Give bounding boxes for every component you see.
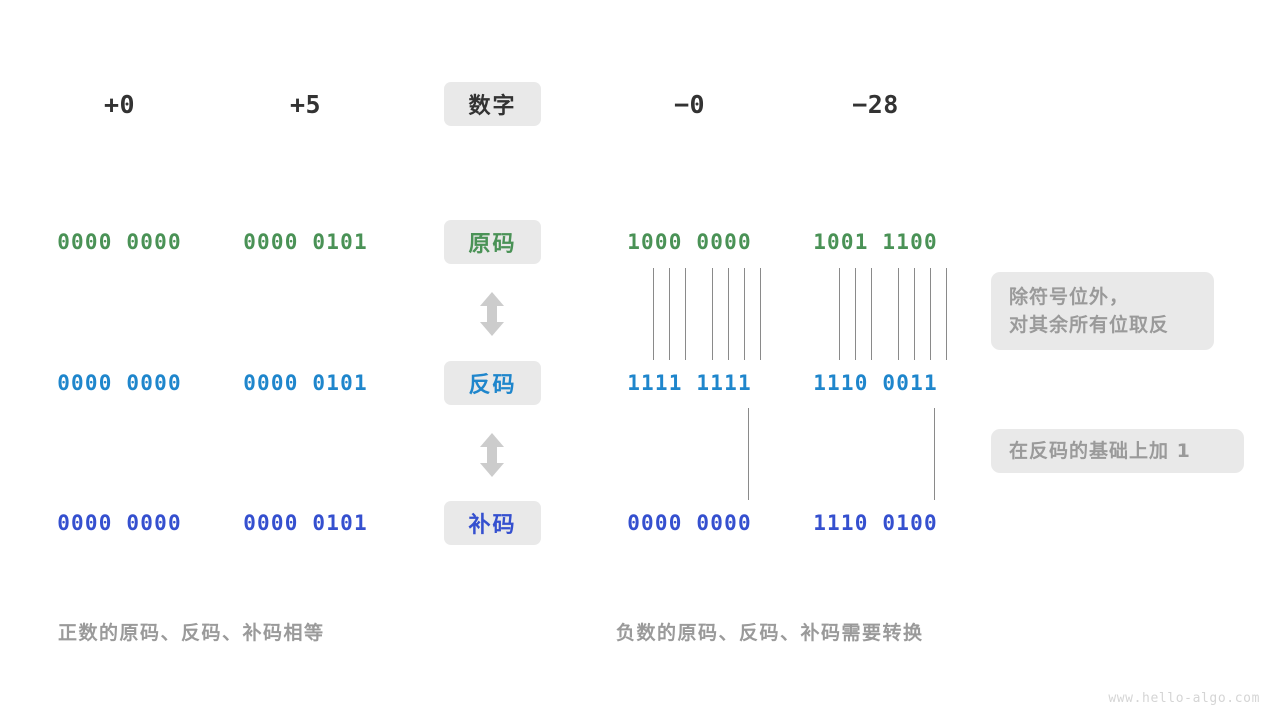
callout-invert-line-1: 除符号位外， [1009, 285, 1130, 308]
callout-add-one-line-1: 在反码的基础上加 1 [1009, 439, 1191, 462]
invert-tick [760, 268, 761, 360]
header-number-negative-0: −0 [673, 89, 706, 119]
header-number-positive-5: +5 [289, 89, 322, 119]
row-label-ones-complement[interactable]: 反码 [444, 361, 541, 405]
double-headed-vertical-arrow-icon-top [479, 292, 505, 336]
ones-complement-positive-5: 0000 0101 [243, 371, 368, 395]
invert-tick [685, 268, 686, 360]
double-headed-vertical-arrow-icon-bottom [479, 433, 505, 477]
sign-magnitude-positive-5: 0000 0101 [243, 230, 368, 254]
twos-complement-positive-0: 0000 0000 [57, 511, 182, 535]
sign-magnitude-positive-0: 0000 0000 [57, 230, 182, 254]
twos-complement-negative-28: 1110 0100 [813, 511, 938, 535]
watermark: www.hello-algo.com [1108, 691, 1260, 706]
twos-complement-positive-5: 0000 0101 [243, 511, 368, 535]
invert-tick [914, 268, 915, 360]
sign-magnitude-negative-28: 1001 1100 [813, 230, 938, 254]
invert-tick [653, 268, 654, 360]
caption-negative: 负数的原码、反码、补码需要转换 [616, 622, 924, 644]
ones-complement-positive-0: 0000 0000 [57, 371, 182, 395]
ones-complement-negative-0: 1111 1111 [627, 371, 752, 395]
invert-tick [930, 268, 931, 360]
row-label-twos-complement[interactable]: 补码 [444, 501, 541, 545]
sign-magnitude-negative-0: 1000 0000 [627, 230, 752, 254]
callout-invert-line-2: 对其余所有位取反 [1009, 314, 1170, 336]
caption-positive: 正数的原码、反码、补码相等 [58, 622, 325, 644]
invert-tick [898, 268, 899, 360]
invert-tick [871, 268, 872, 360]
row-label-sign-magnitude[interactable]: 原码 [444, 220, 541, 264]
invert-tick [712, 268, 713, 360]
header-number-negative-28: −28 [852, 89, 899, 119]
callout-invert-bits: 除符号位外， 对其余所有位取反 [991, 272, 1214, 350]
add-one-tick [934, 408, 935, 500]
callout-add-one: 在反码的基础上加 1 [991, 429, 1244, 473]
invert-tick [669, 268, 670, 360]
add-one-tick [748, 408, 749, 500]
ones-complement-negative-28: 1110 0011 [813, 371, 938, 395]
row-label-header[interactable]: 数字 [444, 82, 541, 126]
invert-tick [744, 268, 745, 360]
twos-complement-negative-0: 0000 0000 [627, 511, 752, 535]
invert-tick [855, 268, 856, 360]
header-number-positive-0: +0 [103, 89, 136, 119]
invert-tick [946, 268, 947, 360]
invert-tick [728, 268, 729, 360]
invert-tick [839, 268, 840, 360]
